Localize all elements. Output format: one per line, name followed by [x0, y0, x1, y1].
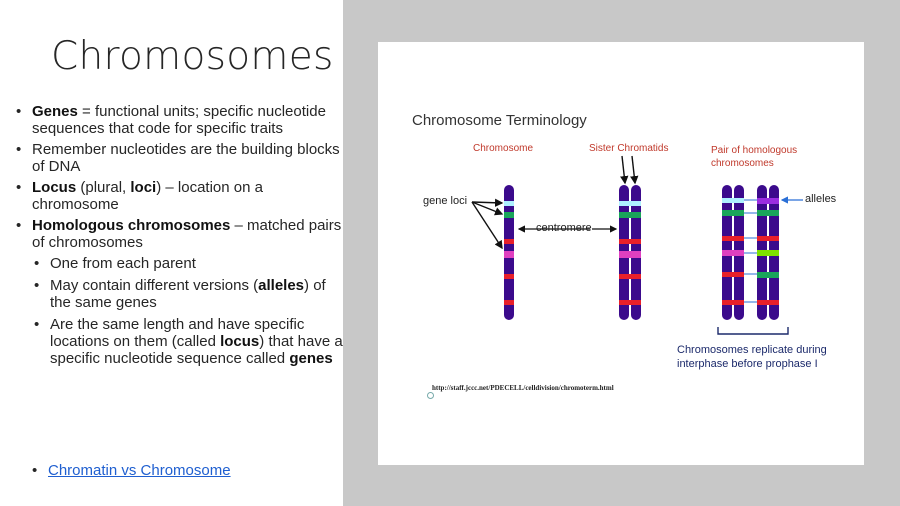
label-alleles: alleles: [805, 193, 837, 205]
bullet-genes-text: = functional units; specific nucleotide …: [32, 103, 326, 137]
sub-bullet-versions: May contain different versions (alleles)…: [32, 277, 344, 311]
sister-chromatids: [619, 155, 641, 320]
label-centromere: centromere: [536, 222, 592, 234]
gene-loci-arrows: [471, 198, 618, 250]
label-pair-line-1: Pair of homologous: [711, 145, 798, 156]
bullet-homologous: Homologous chromosomes – matched pairs o…: [14, 217, 344, 367]
chromatin-vs-chromosome-link[interactable]: Chromatin vs Chromosome: [48, 462, 231, 479]
bullet-locus: Locus (plural, loci) – location on a chr…: [14, 179, 344, 213]
term-locus-2: locus: [220, 333, 260, 350]
sub-bullet-length-a: Are the same length and have specific lo…: [50, 316, 305, 350]
source-url: http://staff.jccc.net/PDECELL/celldivisi…: [432, 384, 614, 392]
slide-title: Chromosomes: [51, 34, 334, 79]
caption-line-2: interphase before prophase I: [677, 358, 818, 370]
bullet-link: Chromatin vs Chromosome: [32, 462, 231, 479]
label-sister-chromatids: Sister Chromatids: [589, 143, 669, 154]
sub-bullet-length: Are the same length and have specific lo…: [32, 316, 344, 367]
bullet-locus-mid: (plural,: [76, 179, 131, 196]
figure-title: Chromosome Terminology: [412, 112, 587, 129]
label-chromosome: Chromosome: [473, 143, 534, 154]
term-alleles: alleles: [258, 277, 305, 294]
sub-bullet-parent-text: One from each parent: [50, 255, 196, 272]
bullet-nucleotides: Remember nucleotides are the building bl…: [14, 141, 344, 175]
label-gene-loci: gene loci: [423, 195, 468, 207]
chromosome-terminology-figure: Chromosome Terminology Chromosome Sister…: [378, 42, 864, 465]
bullet-list: Genes = functional units; specific nucle…: [14, 103, 344, 372]
term-genes-2: genes: [289, 350, 333, 367]
sub-bullet-versions-a: May contain different versions (: [50, 277, 259, 294]
label-homologous-pair: Pair of homologous chromosomes: [711, 144, 797, 170]
term-locus: Locus: [32, 179, 77, 196]
sub-bullet-parent: One from each parent: [32, 255, 344, 272]
sub-bullet-versions-b: ) of the same genes: [50, 277, 326, 311]
chromosome-diagram: [471, 155, 803, 335]
bullet-nucleotides-text: Remember nucleotides are the building bl…: [32, 141, 340, 175]
bullet-locus-text: ) – location on a chromosome: [32, 179, 263, 213]
term-loci: loci: [130, 179, 157, 196]
single-chromosome: [504, 185, 514, 320]
bullet-genes: Genes = functional units; specific nucle…: [14, 103, 344, 137]
bullet-homologous-text: – matched pairs of chromosomes: [32, 217, 342, 251]
globe-icon: [427, 392, 434, 399]
homologous-pair: [717, 185, 803, 335]
term-genes: Genes: [32, 103, 78, 120]
figure-caption: Chromosomes replicate during interphase …: [677, 343, 847, 371]
caption-line-1: Chromosomes replicate during: [677, 344, 827, 356]
label-pair-line-2: chromosomes: [711, 158, 774, 169]
slide-text-panel: Chromosomes Genes = functional units; sp…: [0, 0, 343, 506]
sub-bullet-length-b: ) that have a specific nucleotide sequen…: [50, 333, 343, 367]
term-homologous: Homologous chromosomes: [32, 217, 231, 234]
sub-bullet-list: One from each parent May contain differe…: [32, 255, 344, 367]
